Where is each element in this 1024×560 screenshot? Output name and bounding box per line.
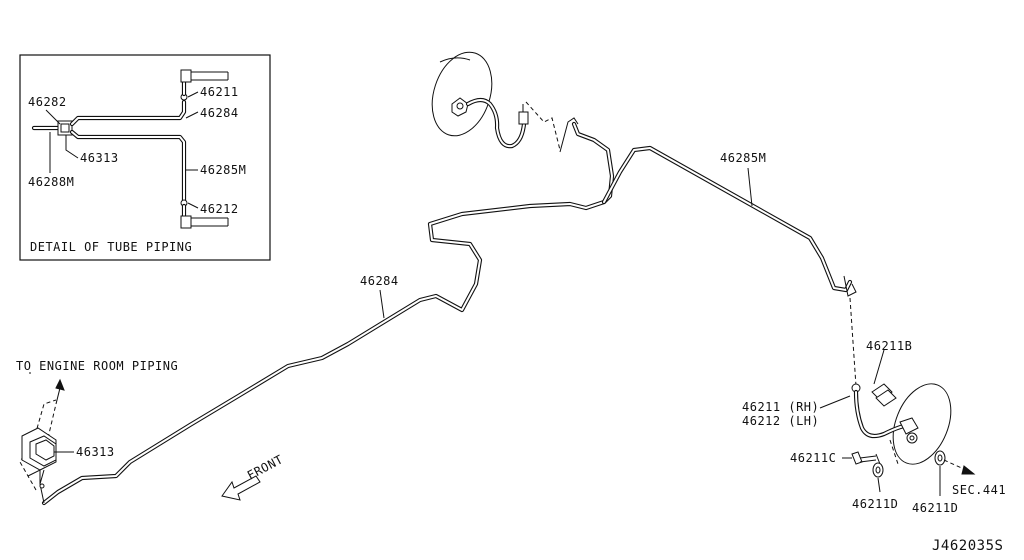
label-46313: 46313 [76, 445, 115, 459]
detail-of-tube-piping-inset: 46282 46288M 46313 46211 46284 46285M 46… [19, 54, 271, 261]
rear-left-brake-assembly [431, 51, 579, 153]
detail-label-46211: 46211 [200, 85, 239, 99]
brake-tube-46284 [41, 121, 615, 506]
label-46212-lh: 46212 (LH) [742, 414, 819, 428]
label-sec-441: SEC.441 [952, 483, 1006, 497]
rear-right-brake-assembly [851, 383, 976, 478]
label-46211B: 46211B [866, 339, 912, 353]
label-front: FRONT [245, 452, 286, 482]
label-46211D-right: 46211D [912, 501, 958, 515]
detail-label-46212: 46212 [200, 202, 239, 216]
label-46211C: 46211C [790, 451, 836, 465]
detail-label-46285M: 46285M [200, 163, 246, 177]
label-to-engine-room-piping: TO ENGINE ROOM PIPING [16, 359, 178, 373]
detail-label-46288M: 46288M [28, 175, 74, 189]
label-46211D-left: 46211D [852, 497, 898, 511]
detail-frame [19, 54, 271, 261]
detail-label-46282: 46282 [28, 95, 67, 109]
connector-46313 [19, 378, 65, 504]
detail-label-46284: 46284 [200, 106, 239, 120]
detail-title: DETAIL OF TUBE PIPING [30, 240, 192, 254]
brake-tube-46285M [601, 145, 857, 387]
label-46285M: 46285M [720, 151, 766, 165]
detail-label-46313: 46313 [80, 151, 119, 165]
diagram-code: J462035S [932, 538, 1003, 554]
detail-piping [31, 69, 229, 229]
label-46211-rh: 46211 (RH) [742, 400, 819, 414]
label-46284: 46284 [360, 274, 399, 288]
front-direction-arrow [221, 475, 261, 501]
